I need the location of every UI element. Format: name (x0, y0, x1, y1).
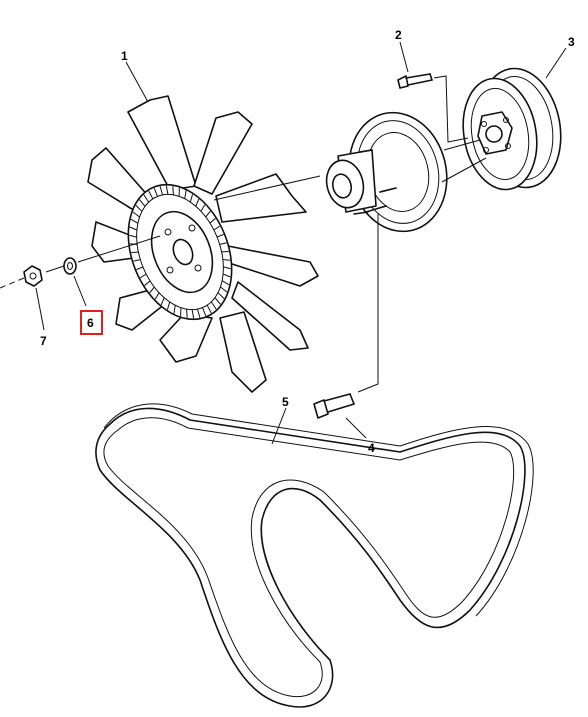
hub-tick (202, 307, 207, 317)
hub-tick (210, 301, 217, 310)
hub-tick (166, 301, 171, 310)
hub-tick (133, 259, 141, 262)
fan-hub (127, 183, 233, 321)
hub-tick (191, 309, 195, 319)
hub-tick (143, 194, 150, 203)
nut-7 (23, 265, 43, 287)
hub-tick (160, 297, 165, 306)
hub-tick (130, 218, 139, 224)
hub-tick (139, 199, 146, 207)
hub-tick (165, 185, 169, 195)
hub-tick (200, 204, 206, 212)
alignment-lines (0, 75, 487, 393)
highlight-box (80, 310, 103, 335)
hub-tick (222, 258, 231, 261)
callout-6: 6 (87, 316, 94, 330)
hub-tick (129, 226, 138, 231)
callout-3: 3 (568, 35, 575, 49)
callout-2: 2 (395, 28, 402, 42)
hub-tick (209, 218, 216, 224)
hub-tick (220, 286, 228, 293)
hub-tick (172, 186, 174, 195)
hub-tick (139, 273, 147, 279)
hub-tick (154, 292, 160, 300)
callout-7: 7 (40, 334, 47, 348)
callout-4: 4 (368, 441, 375, 455)
callout-5: 5 (282, 395, 289, 409)
leader-lines (35, 41, 567, 445)
hub-tick (186, 309, 188, 318)
callout-1: 1 (121, 49, 128, 63)
hub-tick (196, 308, 201, 318)
hub-tick (217, 292, 225, 299)
fan-clutch (325, 111, 448, 233)
hub-tick (206, 304, 212, 314)
hub-tick (195, 198, 200, 207)
hub-tick (135, 205, 143, 212)
hub-tick (214, 297, 221, 305)
pulley (462, 67, 562, 191)
hub-tick (216, 233, 224, 238)
hub-tick (221, 280, 230, 286)
hub-tick (173, 305, 176, 314)
hub-tick (153, 187, 158, 197)
washer-6 (63, 257, 77, 275)
hub-tick (219, 242, 227, 245)
fan-blades (87, 95, 319, 393)
hub-tick (223, 266, 231, 270)
serpentine-belt (95, 403, 534, 708)
hub-tick (149, 286, 155, 294)
hub-tick (213, 225, 221, 231)
hub-tick (205, 210, 211, 218)
hub-tick (136, 266, 144, 271)
hub-tick (132, 211, 140, 218)
hub-tick (184, 190, 187, 199)
bolt-2 (397, 73, 433, 89)
hub-tick (159, 186, 164, 196)
hub-tick (189, 194, 194, 203)
hub-tick (148, 190, 154, 200)
hub-tick (129, 234, 137, 238)
bolt-4 (313, 393, 355, 419)
hub-tick (222, 273, 231, 278)
hub-tick (144, 280, 151, 286)
